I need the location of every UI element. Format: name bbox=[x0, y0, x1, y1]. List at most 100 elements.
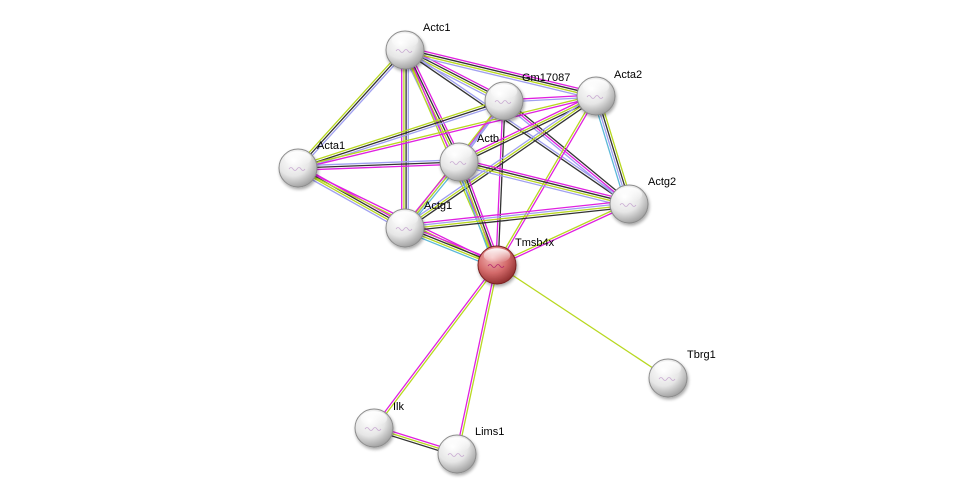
edge-actg2-tmsb4x[interactable] bbox=[496, 202, 630, 267]
node-label: Lims1 bbox=[475, 426, 504, 438]
edge-line-coexpression bbox=[404, 50, 629, 206]
edge-line-homology bbox=[502, 102, 629, 207]
node-highlight bbox=[654, 361, 682, 376]
node-highlight bbox=[615, 187, 643, 202]
edge-line-textmining bbox=[297, 98, 504, 167]
edge-line-textmining bbox=[405, 204, 630, 230]
node-highlight bbox=[483, 248, 511, 263]
protein-structure-icon bbox=[288, 167, 306, 171]
edge-tmsb4x-lims1[interactable] bbox=[455, 264, 499, 455]
edge-gm17087-tmsb4x[interactable] bbox=[495, 100, 506, 266]
edge-line-textmining bbox=[458, 95, 597, 163]
edge-line-coexpression bbox=[504, 98, 631, 203]
edge-acta2-actg1[interactable] bbox=[403, 93, 598, 231]
node-highlight bbox=[284, 151, 312, 166]
node-label: Actg2 bbox=[648, 176, 676, 188]
edge-line-textmining bbox=[404, 50, 596, 98]
node-label: Tbrg1 bbox=[687, 349, 716, 361]
edge-line-textmining bbox=[496, 202, 629, 265]
node-lims1[interactable]: Lims1 bbox=[437, 426, 504, 474]
edge-line-experiments bbox=[298, 96, 597, 170]
protein-structure-icon bbox=[449, 161, 467, 165]
edge-line-experiments bbox=[298, 163, 460, 171]
edge-line-homology bbox=[299, 51, 408, 170]
node-label: Gm17087 bbox=[522, 72, 570, 84]
edge-line-textmining bbox=[297, 168, 405, 230]
node-actb[interactable]: Actb bbox=[439, 133, 499, 182]
edge-line-homology bbox=[458, 164, 629, 208]
protein-structure-icon bbox=[447, 453, 465, 457]
edge-line-coexpression bbox=[297, 100, 505, 169]
edge-line-experiments bbox=[299, 164, 407, 226]
edge-line-textmining bbox=[496, 264, 669, 379]
edge-line-coexpression bbox=[497, 101, 506, 266]
edge-line-experiments bbox=[503, 100, 630, 205]
node-highlight bbox=[445, 145, 473, 160]
edge-acta1-actg1[interactable] bbox=[296, 164, 407, 232]
edges-layer bbox=[295, 46, 669, 457]
edge-line-coexpression bbox=[405, 48, 597, 96]
edge-acta2-acta1[interactable] bbox=[297, 94, 597, 170]
edge-line-coexpression bbox=[405, 206, 630, 232]
edge-line-textmining bbox=[295, 48, 404, 167]
node-label: Ilk bbox=[393, 401, 405, 413]
node-acta1[interactable]: Acta1 bbox=[278, 140, 345, 188]
edge-line-experiments bbox=[497, 204, 630, 267]
edge-line-textmining bbox=[374, 265, 499, 430]
node-highlight bbox=[490, 84, 518, 99]
node-tmsb4x[interactable]: Tmsb4x bbox=[477, 237, 555, 285]
edge-line-coexpression bbox=[459, 160, 630, 204]
node-highlight bbox=[391, 211, 419, 226]
edge-line-homology bbox=[403, 93, 596, 227]
edge-gm17087-actg2[interactable] bbox=[502, 98, 631, 207]
protein-structure-icon bbox=[364, 427, 382, 431]
edge-actg2-actg1[interactable] bbox=[404, 200, 630, 232]
edge-line-experiments bbox=[495, 100, 504, 265]
edge-line-homology bbox=[404, 52, 596, 100]
protein-structure-icon bbox=[487, 264, 505, 268]
edge-line-textmining bbox=[457, 265, 499, 455]
edge-line-textmining bbox=[458, 162, 629, 206]
edge-actc1-actg1[interactable] bbox=[401, 50, 409, 228]
node-tbrg1[interactable]: Tbrg1 bbox=[648, 349, 716, 398]
node-gm17087[interactable]: Gm17087 bbox=[484, 72, 570, 121]
edge-tmsb4x-ilk[interactable] bbox=[372, 263, 499, 430]
edge-actb-actg2[interactable] bbox=[458, 158, 630, 208]
node-highlight bbox=[582, 79, 610, 94]
node-actc1[interactable]: Actc1 bbox=[385, 22, 451, 70]
node-label: Tmsb4x bbox=[515, 237, 555, 249]
edge-line-homology bbox=[296, 170, 404, 232]
node-actg2[interactable]: Actg2 bbox=[609, 176, 676, 224]
node-label: Acta1 bbox=[317, 140, 345, 152]
edge-actc1-acta2[interactable] bbox=[404, 46, 597, 100]
edge-line-experiments bbox=[459, 158, 630, 202]
edge-line-coexpression bbox=[405, 49, 461, 162]
node-label: Actb bbox=[477, 133, 499, 145]
edge-acta1-actb[interactable] bbox=[297, 159, 460, 171]
edge-line-coexpression bbox=[298, 166, 406, 228]
node-ilk[interactable]: Ilk bbox=[354, 401, 405, 448]
node-highlight bbox=[360, 411, 388, 426]
edge-tmsb4x-tbrg1[interactable] bbox=[496, 264, 669, 379]
edge-line-experiments bbox=[455, 264, 497, 454]
edge-line-homology bbox=[297, 159, 459, 167]
edge-line-coexpression bbox=[405, 97, 598, 231]
edge-line-experiments bbox=[404, 200, 629, 226]
edge-line-experiments bbox=[372, 263, 497, 428]
protein-structure-icon bbox=[586, 95, 604, 99]
node-acta2[interactable]: Acta2 bbox=[576, 69, 642, 116]
node-label: Actc1 bbox=[423, 22, 451, 34]
node-label: Actg1 bbox=[424, 200, 452, 212]
node-label: Acta2 bbox=[614, 69, 642, 81]
edge-line-textmining bbox=[297, 94, 596, 168]
edge-actc1-acta1[interactable] bbox=[295, 48, 408, 170]
edge-line-textmining bbox=[404, 95, 597, 229]
protein-structure-icon bbox=[658, 377, 676, 381]
protein-structure-icon bbox=[395, 227, 413, 231]
protein-structure-icon bbox=[395, 49, 413, 53]
node-actg1[interactable]: Actg1 bbox=[385, 200, 452, 248]
edge-line-experiments bbox=[405, 46, 597, 94]
edge-line-homology bbox=[404, 202, 629, 228]
protein-structure-icon bbox=[619, 203, 637, 207]
